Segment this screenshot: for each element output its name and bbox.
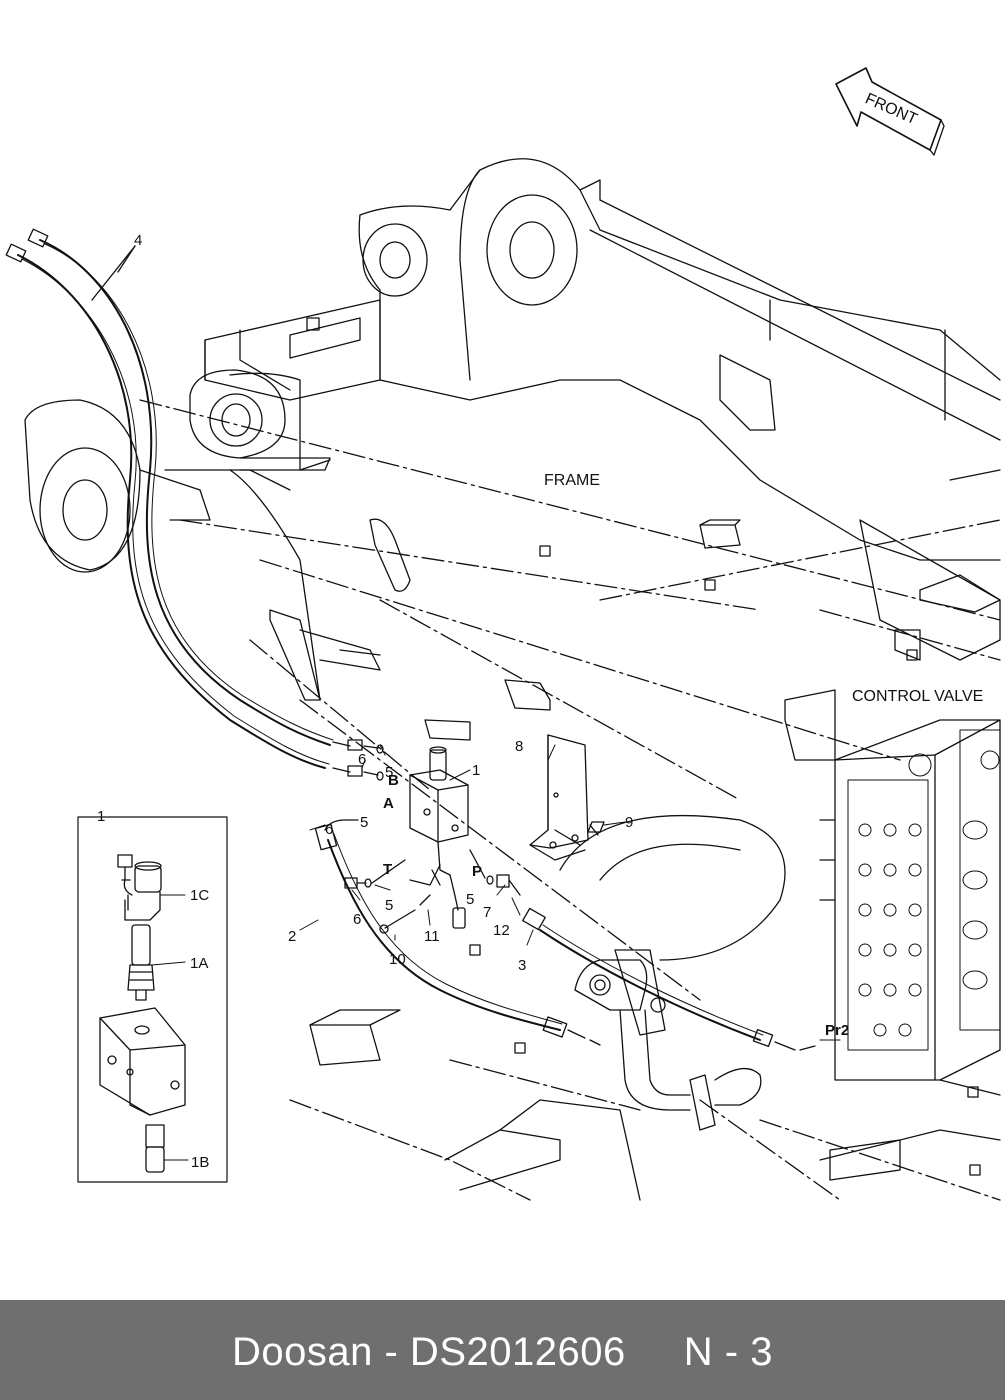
- callout-6a: 6: [358, 751, 366, 768]
- callout-1: 1: [472, 762, 480, 779]
- control-valve-label: CONTROL VALVE: [852, 688, 983, 705]
- inset-exploded-view: [77, 816, 228, 1183]
- port-a-label: A: [383, 795, 394, 812]
- frame-structure: [24, 158, 1001, 1201]
- frame-label: FRAME: [544, 472, 600, 489]
- callout-1a: 1A: [190, 955, 208, 972]
- port-b-label: B: [388, 772, 399, 789]
- callout-6b: 6: [325, 821, 333, 838]
- port-t-label: T: [383, 861, 392, 878]
- callout-10: 10: [389, 951, 406, 968]
- callout-11: 11: [424, 928, 440, 945]
- callout-2: 2: [288, 928, 296, 945]
- footer-part-number: Doosan - DS2012606 N - 3: [232, 1330, 773, 1374]
- frame-outline: [139, 399, 1001, 1201]
- callout-8: 8: [515, 738, 523, 755]
- callout-5b: 5: [360, 814, 368, 831]
- footer-bar: Doosan - DS2012606 N - 3: [0, 1300, 1005, 1400]
- callout-1c: 1C: [190, 887, 209, 904]
- callout-5c: 5: [385, 897, 393, 914]
- callout-5a: 5: [385, 764, 393, 781]
- control-valve: [784, 689, 1001, 1096]
- hose-4: [5, 228, 334, 769]
- bracket-8: [529, 734, 589, 861]
- callout-5d: 5: [466, 891, 474, 908]
- callout-leaders: [299, 744, 841, 1041]
- port-pr2-label: Pr2: [825, 1022, 849, 1039]
- manifold-pipe: [574, 949, 762, 1131]
- callout-9: 9: [625, 814, 633, 831]
- front-arrow-icon: FRONT: [835, 67, 945, 156]
- solenoid-valve-block: [332, 739, 626, 934]
- hose-2: [314, 819, 601, 1046]
- callout-6c: 6: [353, 911, 361, 928]
- callout-12: 12: [493, 922, 510, 939]
- callout-1-inset: 1: [97, 808, 105, 825]
- callout-7: 7: [483, 904, 491, 921]
- callout-1b: 1B: [191, 1154, 209, 1171]
- parts-diagram: FRONT: [5, 67, 1001, 1201]
- port-p-label: P: [472, 863, 482, 880]
- hose-3: [522, 907, 816, 1051]
- callout-3: 3: [518, 957, 526, 974]
- front-label: FRONT: [862, 90, 919, 128]
- callout-4: 4: [134, 232, 142, 249]
